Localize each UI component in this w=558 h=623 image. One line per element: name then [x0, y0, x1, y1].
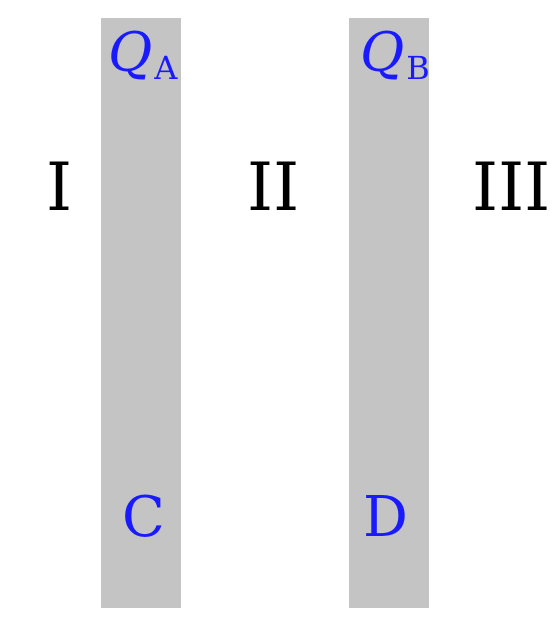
charge-label-b: QB: [360, 26, 430, 85]
charge-symbol-b: Q: [360, 21, 405, 84]
plate-a: [101, 18, 181, 608]
region-label-3: III: [472, 149, 551, 226]
charge-subscript-a: A: [154, 49, 178, 87]
plate-label-c: C: [122, 485, 165, 550]
region-label-1: I: [46, 149, 73, 226]
plate-label-d: D: [363, 485, 408, 550]
region-label-2: II: [247, 149, 300, 226]
charge-label-a: QA: [108, 26, 177, 85]
charge-symbol-a: Q: [108, 21, 153, 84]
plate-b: [349, 18, 429, 608]
charge-subscript-b: B: [406, 49, 430, 87]
